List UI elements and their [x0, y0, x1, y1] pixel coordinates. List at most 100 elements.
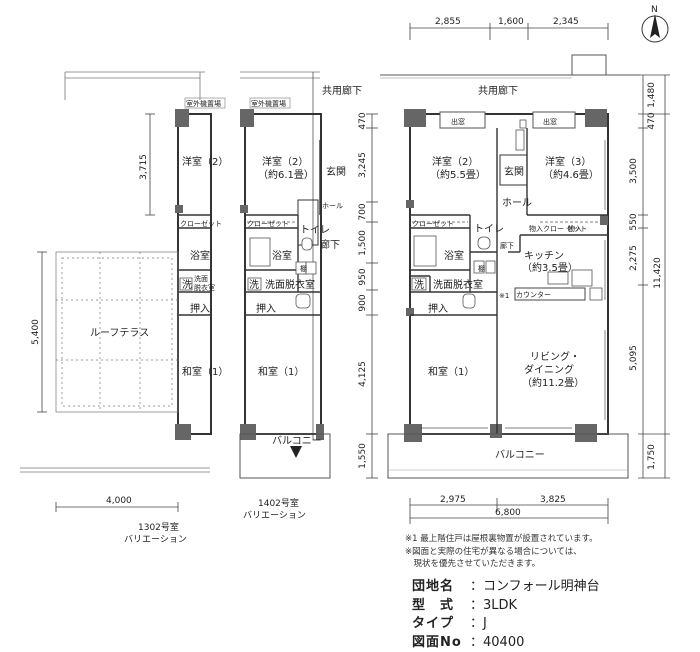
v1302-oshiire-label: 押入 — [190, 302, 210, 315]
v1302-closet-label: クローゼット — [180, 219, 222, 228]
v1402-balcony-label: バルコニー — [272, 435, 322, 447]
v1402-washitsu1-label: 和室（1） — [258, 365, 304, 378]
main-kitchen-size: （約3.5畳） — [522, 261, 578, 274]
dim-left-900: 900 — [358, 294, 368, 311]
info-row-type: 型 式：3LDK — [412, 597, 600, 616]
main-storage-label-2: 物入 — [529, 224, 543, 233]
v1302-senmen1-label: 洗面 — [194, 274, 208, 283]
dim-left-1550: 1,550 — [358, 443, 368, 469]
main-counter-label: カウンター — [516, 290, 551, 299]
v1402-senmen-label: 洗面脱衣室 — [265, 278, 315, 291]
main-youshitsu3-size: （約4.6畳） — [543, 168, 599, 181]
dim-top-3: 2,345 — [553, 17, 579, 27]
note-1: ※1 最上階住戸は屋根裏物置が設置されています。 — [405, 533, 598, 546]
info-value: J — [483, 616, 487, 631]
v1302-dim-4000: 4,000 — [106, 496, 132, 506]
info-key: 図面No — [412, 634, 470, 652]
main-washitsu1-label: 和室（1） — [428, 365, 474, 378]
v1402-closet-label: クローゼット — [247, 219, 289, 228]
v1302-youshitsu2-label: 洋室（2） — [182, 155, 228, 168]
unit-1402-plan: 共用廊下 室外機置場 バルコニー 洋室（2） （約6.1畳） — [240, 72, 362, 521]
note-2: ※図面と実際の住宅が異なる場合については、 — [405, 546, 598, 559]
main-youshitsu2-label: 洋室（2） — [432, 155, 478, 168]
v1302-outdoor-unit-label: 室外機置場 — [186, 99, 221, 108]
info-value: 40400 — [483, 635, 524, 650]
main-genkan-label: 玄関 — [504, 165, 524, 178]
main-senmen-label: 洗面脱衣室 — [433, 278, 483, 291]
info-value: 3LDK — [483, 598, 517, 613]
north-arrow-icon: N — [642, 5, 668, 42]
v1402-caption-1: 1402号室 — [258, 497, 299, 509]
bay-window-label-1: 出窓 — [451, 117, 465, 126]
main-corridor-label: 共用廊下 — [478, 84, 518, 97]
v1302-senmen2-label: 脱衣室 — [194, 283, 215, 292]
dim-right-11420: 11,420 — [653, 257, 663, 289]
dim-top-1: 2,855 — [435, 17, 461, 27]
main-mark1-label: ※1 — [499, 292, 509, 300]
dim-left-700: 700 — [358, 203, 368, 220]
main-hall-label: ホール — [502, 197, 532, 209]
info-key: 型 式 — [412, 597, 470, 616]
v1302-dim-5400: 5,400 — [31, 319, 41, 345]
note-3: 現状を優先させていただきます。 — [405, 558, 598, 571]
v1402-youshitsu2-label: 洋室（2） — [262, 155, 308, 168]
v1302-washitsu1-label: 和室（1） — [182, 365, 228, 378]
main-tana-label: 棚 — [478, 264, 485, 273]
v1402-toilet-label: トイレ — [300, 225, 330, 236]
v1402-sen-label: 洗 — [249, 279, 259, 291]
dim-left-3245: 3,245 — [358, 152, 368, 178]
unit-1302-plan: 室外機置場 ルーフテラス — [20, 72, 228, 545]
v1402-tana-label: 棚 — [300, 264, 307, 273]
v1402-yokushitsu-label: 浴室 — [272, 249, 292, 262]
v1402-oshiire-label: 押入 — [256, 302, 276, 315]
v1302-yokushitsu-label: 浴室 — [190, 249, 210, 262]
compass-label: N — [651, 5, 658, 15]
dim-bottom-6800: 6,800 — [495, 508, 521, 518]
v1302-caption-2: バリエーション — [124, 534, 187, 545]
dim-left-1500: 1,500 — [358, 230, 368, 256]
dim-bottom-2975: 2,975 — [440, 495, 466, 505]
dim-left-470: 470 — [358, 112, 368, 129]
main-toilet-label: トイレ — [474, 224, 504, 235]
dim-left-950: 950 — [358, 268, 368, 285]
v1302-roof-terrace-label: ルーフテラス — [90, 327, 149, 339]
v1402-outdoor-unit-label: 室外機置場 — [251, 99, 286, 108]
dim-right-2275: 2,275 — [629, 245, 639, 271]
v1402-rouka-label: 廊下 — [320, 238, 340, 251]
info-key: 団地名 — [412, 578, 470, 597]
main-living-size: （約11.2畳） — [522, 376, 584, 389]
dim-right-1480: 1,480 — [647, 82, 657, 108]
v1402-youshitsu2-size: （約6.1畳） — [258, 168, 314, 181]
info-row-subtype: タイプ：J — [412, 615, 600, 634]
main-closet2-label: クロー ゼット — [543, 224, 587, 233]
main-yokushitsu-label: 浴室 — [444, 249, 464, 262]
info-key: タイプ — [412, 615, 470, 634]
main-dining-label: ダイニング — [524, 363, 574, 376]
main-youshitsu3-label: 洋室（3） — [545, 155, 591, 168]
main-sen-label: 洗 — [414, 279, 424, 291]
main-balcony-label: バルコニー — [495, 449, 545, 461]
dim-top-2: 1,600 — [498, 17, 524, 27]
dim-right-3500: 3,500 — [629, 158, 639, 184]
dim-right-1750: 1,750 — [647, 444, 657, 470]
v1302-sen-label: 洗 — [182, 279, 192, 291]
dim-left-4125: 4,125 — [358, 361, 368, 387]
main-living-label: リビング・ — [530, 350, 580, 363]
dim-right-5095: 5,095 — [629, 345, 639, 371]
v1402-hall-label: ホール — [322, 202, 343, 210]
v1402-genkan-label: 玄関 — [326, 165, 346, 178]
dim-right-550: 550 — [629, 213, 639, 230]
main-youshitsu2-size: （約5.5畳） — [430, 168, 486, 181]
info-value: コンフォール明神台 — [483, 579, 600, 594]
notes-block: ※1 最上階住戸は屋根裏物置が設置されています。 ※図面と実際の住宅が異なる場合… — [405, 533, 598, 571]
dim-right-470: 470 — [647, 112, 657, 129]
main-oshiire-label: 押入 — [428, 302, 448, 315]
v1402-corridor-label: 共用廊下 — [322, 84, 362, 97]
main-rouka-label: 廊下 — [500, 241, 514, 250]
main-unit-plan: 共用廊下 出窓 出窓 — [380, 55, 640, 478]
info-row-name: 団地名：コンフォール明神台 — [412, 578, 600, 597]
main-kitchen-label: キッチン — [524, 250, 564, 262]
dim-bottom-3825: 3,825 — [540, 495, 566, 505]
bay-window-label-2: 出窓 — [543, 117, 557, 126]
info-row-drawing-no: 図面No：40400 — [412, 634, 600, 652]
